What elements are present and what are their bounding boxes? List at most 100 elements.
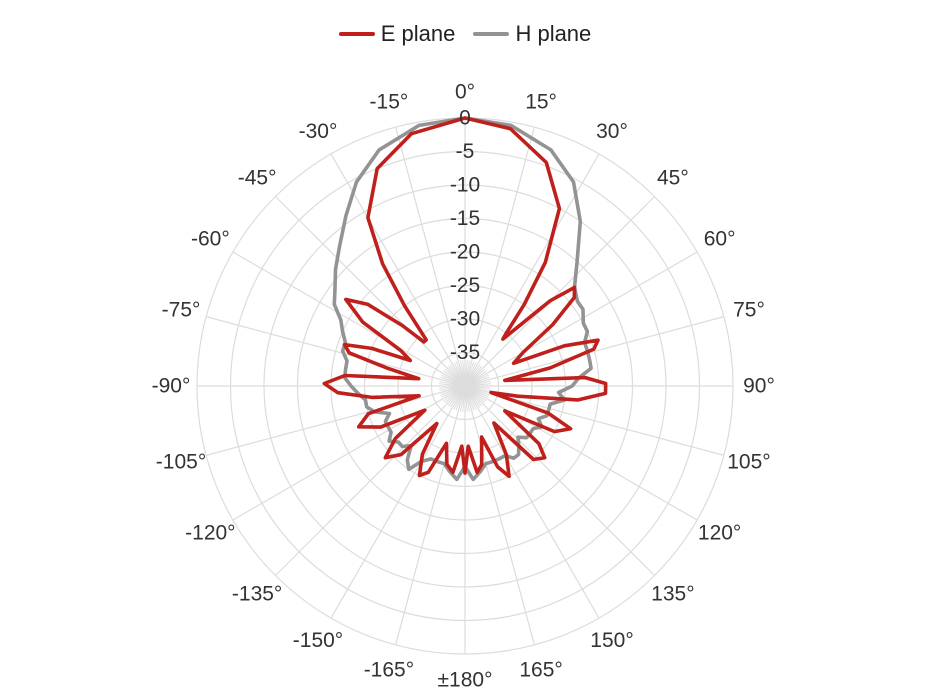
grid-spoke [205, 316, 466, 387]
radial-tick-label: 0 [459, 107, 471, 130]
grid-hub-spoke [464, 389, 468, 412]
grid-hub-spoke [439, 385, 462, 389]
grid-hub-spoke [444, 388, 463, 404]
grid-spoke [232, 251, 466, 387]
grid-hub-spoke [459, 389, 465, 412]
label-layer: 0° 15° 30° 45° 60° 75° 90° 105° 120° 135° 150° 165°… [152, 81, 775, 692]
grid-hub-spoke [440, 386, 462, 396]
grid-hub-spoke [468, 387, 489, 398]
angle-tick-label: 150° [590, 629, 633, 652]
grid-hub-spoke [439, 380, 462, 386]
angle-tick-label: -60° [191, 228, 230, 251]
grid-hub-spoke [465, 360, 471, 383]
angle-tick-label: -105° [156, 451, 206, 474]
grid-hub-spoke [447, 365, 463, 384]
grid-spoke [330, 385, 466, 619]
legend-label-h-plane: H plane [515, 21, 592, 46]
grid-hub-spoke [466, 364, 481, 384]
grid-spoke [464, 153, 600, 387]
grid-hub-spoke [439, 386, 462, 392]
angle-tick-label: 105° [727, 451, 770, 474]
grid-hub-spoke [459, 360, 465, 383]
angle-tick-label: -165° [364, 658, 414, 681]
angle-tick-label: 30° [596, 120, 628, 143]
grid-hub-spoke [468, 383, 491, 387]
grid-spoke [275, 196, 466, 387]
grid-hub-spoke [468, 380, 491, 386]
grid-hub-spoke [465, 389, 471, 412]
radial-tick-label: -10 [450, 174, 480, 197]
grid-spoke [275, 385, 466, 576]
grid-hub-spoke [449, 364, 464, 384]
grid-hub-spoke [465, 389, 475, 411]
legend: E plane H plane [0, 16, 930, 47]
angle-tick-label: -120° [185, 522, 235, 545]
grid-hub-spoke [453, 389, 464, 410]
grid-spoke [464, 251, 698, 387]
grid-spoke [395, 385, 466, 646]
angle-tick-label: -75° [162, 298, 201, 321]
radial-tick-label: -35 [450, 341, 480, 364]
grid-spoke [464, 316, 725, 387]
angle-tick-label: 75° [733, 298, 765, 321]
grid-hub-spoke [468, 386, 491, 392]
series-line-e-plane [322, 116, 608, 479]
grid-hub-spoke [443, 387, 463, 402]
grid-hub-spoke [464, 360, 468, 383]
grid-hub-spoke [467, 387, 487, 402]
grid-spoke [205, 385, 466, 456]
series-layer [322, 116, 608, 482]
radial-tick-label: -25 [450, 274, 480, 297]
grid-hub-spoke [466, 388, 481, 408]
angle-tick-label: 135° [651, 582, 694, 605]
radial-tick-label: -30 [450, 308, 480, 331]
grid-hub-spoke [466, 362, 477, 383]
legend-item-h-plane[interactable]: H plane [473, 21, 591, 47]
angle-tick-label: 120° [698, 522, 741, 545]
grid-hub-spoke [462, 389, 466, 412]
grid-hub-spoke [466, 389, 477, 410]
grid-hub-spoke [468, 386, 490, 396]
grid-hub-spoke [468, 374, 489, 385]
legend-swatch-e-plane [338, 32, 375, 36]
radial-tick-label: -15 [450, 207, 480, 230]
legend-label-e-plane: E plane [380, 21, 456, 46]
grid-spoke [464, 385, 600, 619]
angle-tick-label: -90° [152, 375, 191, 398]
radial-tick-label: -5 [456, 140, 475, 163]
grid-hub-spoke [462, 360, 466, 383]
legend-item-e-plane[interactable]: E plane [338, 21, 456, 47]
grid-spoke [330, 153, 466, 387]
grid-hub-spoke [455, 389, 465, 411]
grid-hub-spoke [441, 374, 462, 385]
grid-spoke [232, 385, 466, 521]
grid-hub-spoke [455, 361, 465, 383]
grid-hub-spoke [467, 388, 486, 404]
angle-tick-label: -150° [293, 629, 343, 652]
polar-grid [196, 117, 734, 655]
grid-hub-spoke [467, 365, 483, 384]
angle-tick-label: 165° [519, 658, 562, 681]
angle-tick-label: -30° [299, 120, 338, 143]
grid-hub-spoke [468, 376, 490, 386]
angle-tick-label: 0° [455, 81, 475, 104]
angle-tick-label: 90° [743, 375, 775, 398]
grid-hub-spoke [465, 361, 475, 383]
grid-hub-spoke [467, 368, 486, 384]
angle-tick-label: -15° [370, 91, 409, 114]
grid-spoke [464, 196, 655, 387]
grid-hub-spoke [467, 370, 487, 385]
grid-spoke [464, 126, 535, 387]
grid-hub-spoke [443, 370, 463, 385]
grid-hub-spoke [453, 362, 464, 383]
grid-spoke [395, 126, 466, 387]
angle-tick-label: 15° [525, 91, 557, 114]
grid-hub-spoke [449, 388, 464, 408]
grid-hub-spoke [441, 387, 462, 398]
legend-swatch-h-plane [473, 32, 510, 36]
grid-hub-spoke [447, 388, 463, 407]
angle-tick-label: 45° [657, 167, 689, 190]
angle-tick-label: 60° [704, 228, 736, 251]
grid-hub-spoke [439, 383, 462, 387]
